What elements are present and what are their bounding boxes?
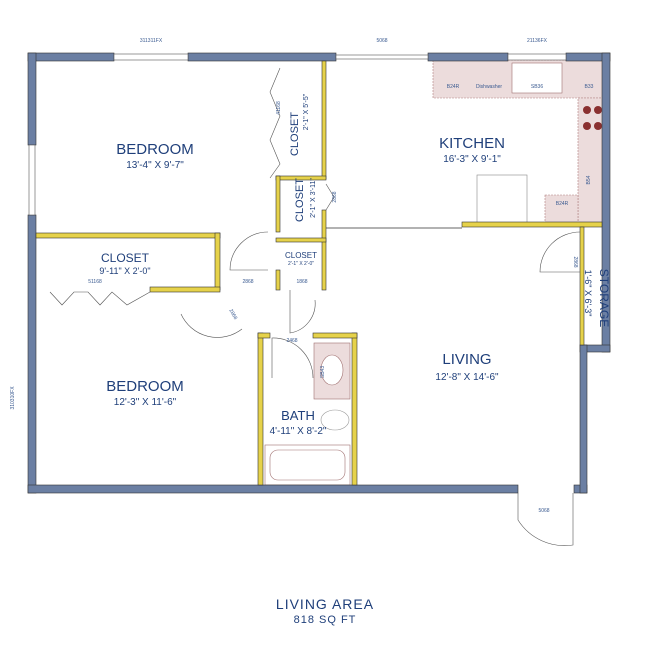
door-label: 41168 [276, 101, 282, 115]
door-label: 1868 [296, 279, 307, 285]
room-name-closet-1: CLOSET [289, 112, 301, 156]
door-label: 2868 [572, 256, 578, 267]
stove-burners-icon [583, 106, 602, 130]
room-name-kitchen: KITCHEN [439, 135, 505, 152]
room-size-bedroom-2: 12'-3" X 11'-6" [114, 397, 177, 408]
room-name-storage: STORAGE [597, 269, 611, 327]
cabinet-label: B24R [556, 201, 569, 207]
room-size-storage: 1'-6" X 6'-3" [583, 270, 593, 317]
room-size-closet-2: 2'-1" X 3'-11" [310, 178, 317, 218]
room-name-living: LIVING [442, 351, 491, 368]
sink-label: SB36 [531, 84, 543, 90]
window-label: 21136FX [527, 38, 548, 44]
lavatory-sink-icon [320, 354, 344, 386]
room-size-closet-4: 2'-1" X 2'-0" [288, 261, 314, 267]
door-label: 2468 [286, 338, 297, 344]
room-name-bedroom-1: BEDROOM [116, 141, 194, 158]
room-name-closet-3: CLOSET [101, 251, 150, 265]
room-size-living: 12'-8" X 14'-6" [435, 372, 499, 383]
cabinet-label: B24R [447, 84, 460, 90]
room-size-closet-1: 2'-1" X 5'-5" [303, 93, 310, 130]
interior-walls [35, 60, 603, 486]
room-name-closet-2: CLOSET [294, 178, 306, 222]
door-label: 2868 [332, 191, 338, 202]
door-label: 5068 [376, 38, 387, 44]
room-size-bath: 4'-11" X 8'-2" [270, 426, 327, 437]
door-label: 5068 [538, 508, 549, 514]
window-label: 310310FX [10, 386, 16, 410]
room-size-kitchen: 16'-3" X 9'-1" [443, 154, 501, 165]
kitchen-sink [511, 62, 563, 94]
bathtub-basin [269, 449, 346, 481]
exterior-walls [27, 52, 611, 494]
door-swings [49, 67, 581, 546]
living-area-size: 818 SQ FT [294, 614, 357, 626]
room-name-bedroom-2: BEDROOM [106, 378, 184, 395]
window-label: 311311FX [140, 38, 163, 44]
door-label: 2868 [242, 279, 253, 285]
cabinet-label: B54 [586, 175, 592, 184]
dishwasher-label: Dishwasher [476, 84, 502, 90]
toilet-icon [320, 409, 350, 431]
room-name-bath: BATH [281, 408, 315, 423]
room-size-closet-3: 9'-11" X 2'-0" [99, 266, 150, 276]
room-size-bedroom-1: 13'-4" X 9'-7" [126, 160, 184, 171]
door-label: 51168 [88, 279, 102, 285]
windows [28, 53, 567, 216]
living-area-title: LIVING AREA [276, 596, 374, 612]
cabinet-label: B33 [585, 84, 594, 90]
refrigerator [476, 174, 528, 226]
door-label: 2868 [227, 308, 238, 321]
room-name-closet-4: CLOSET [285, 251, 317, 260]
lav-label: SB43 [320, 366, 326, 378]
